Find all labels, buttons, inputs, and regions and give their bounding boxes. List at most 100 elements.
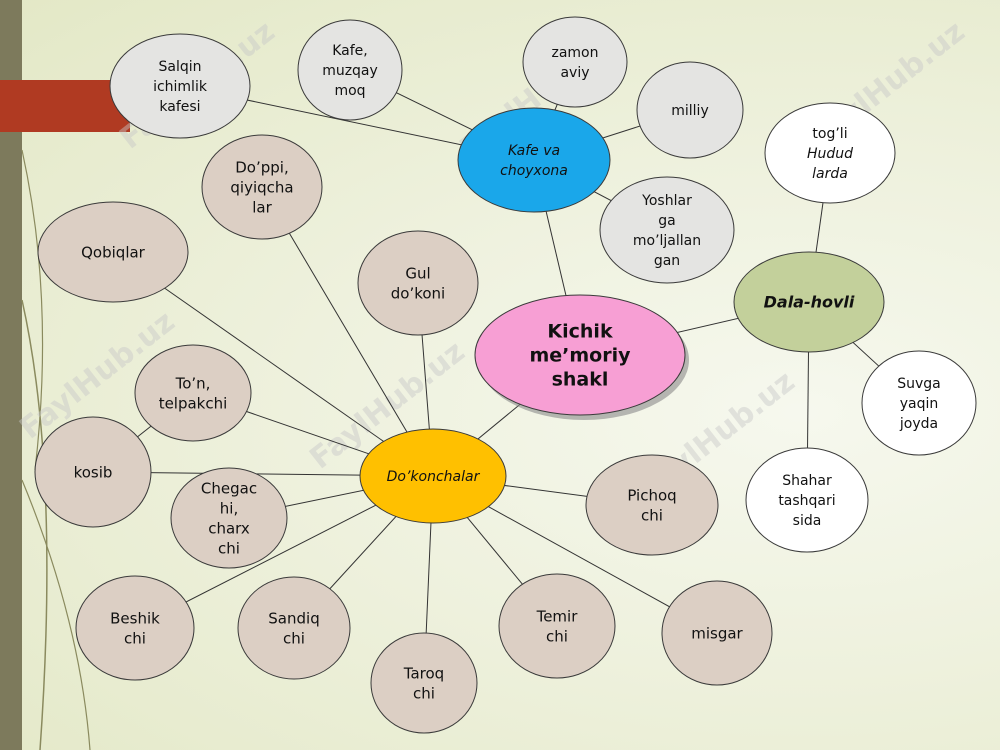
left-decor-bar bbox=[0, 0, 22, 750]
node-label-line: Kafe va bbox=[508, 143, 560, 159]
node-label-line: gan bbox=[654, 253, 680, 269]
node-label-line: me’moriy bbox=[529, 345, 631, 367]
node-shape bbox=[75, 575, 195, 681]
node-label-line: kafesi bbox=[159, 99, 200, 115]
node-shape bbox=[661, 580, 773, 686]
node-shape bbox=[861, 350, 977, 456]
node-label-line: Beshik bbox=[110, 609, 160, 627]
node-label-line: zamon bbox=[551, 45, 598, 61]
node-label-line: Qobiqlar bbox=[81, 243, 146, 261]
node-shape bbox=[764, 102, 896, 204]
node-shape bbox=[599, 176, 735, 284]
node-label-line: joyda bbox=[899, 416, 938, 432]
node-shape bbox=[733, 251, 885, 353]
node-taroq: Taroq chi bbox=[370, 632, 478, 734]
edge-dokon-qobiqlar bbox=[112, 251, 434, 477]
node-shape bbox=[134, 344, 252, 442]
node-label-line: Sandiq bbox=[268, 609, 319, 627]
node-label-line: ichimlik bbox=[153, 79, 208, 95]
node-shape bbox=[170, 467, 288, 569]
node-label-line: moq bbox=[334, 83, 365, 99]
node-label-line: do’koni bbox=[391, 284, 445, 302]
node-milliy: milliy bbox=[636, 61, 744, 159]
node-label-line: larda bbox=[812, 166, 848, 182]
node-label-line: muzqay bbox=[322, 63, 378, 79]
node-label-line: chi bbox=[283, 629, 305, 647]
node-label-line: mo’ljallan bbox=[633, 233, 701, 249]
node-beshik: Beshik chi bbox=[75, 575, 195, 681]
node-shape bbox=[359, 428, 507, 524]
node-label-line: Chegac bbox=[201, 479, 257, 497]
node-shape bbox=[522, 16, 628, 108]
node-dala: Dala-hovli bbox=[733, 251, 885, 353]
node-ton: To’n, telpakchi bbox=[134, 344, 252, 442]
node-label-line: choyxona bbox=[500, 163, 568, 179]
node-kafe: Kafe va choyxona bbox=[457, 107, 611, 213]
node-label-line: Kichik bbox=[547, 321, 613, 343]
node-label-line: Kafe, bbox=[332, 43, 368, 59]
node-sandiq: Sandiq chi bbox=[237, 576, 351, 680]
node-label-line: milliy bbox=[671, 103, 708, 119]
node-label-line: Temir bbox=[536, 607, 579, 625]
node-label-line: misgar bbox=[691, 624, 743, 642]
node-label-line: chi bbox=[546, 627, 568, 645]
node-label-line: yaqin bbox=[900, 396, 939, 412]
node-qobiqlar: Qobiqlar bbox=[37, 201, 189, 303]
node-label-line: lar bbox=[252, 198, 272, 216]
edge-dokon-doppi bbox=[261, 186, 434, 477]
node-label-line: Do’konchalar bbox=[387, 469, 481, 485]
node-temir: Temir chi bbox=[498, 573, 616, 679]
node-shape bbox=[34, 416, 152, 528]
node-shape bbox=[297, 19, 403, 121]
node-dokon: Do’konchalar bbox=[359, 428, 507, 524]
node-shape bbox=[498, 573, 616, 679]
node-shape bbox=[370, 632, 478, 734]
node-label-line: To’n, bbox=[175, 374, 211, 392]
node-shape bbox=[357, 230, 479, 336]
node-gul: Gul do’koni bbox=[357, 230, 479, 336]
node-label-line: kosib bbox=[74, 463, 113, 481]
node-label-line: Hudud bbox=[807, 146, 853, 162]
node-label-line: sida bbox=[793, 513, 822, 529]
node-label-line: Salqin bbox=[158, 59, 201, 75]
node-shahar: Shahar tashqari sida bbox=[745, 447, 869, 553]
node-kafe_muzqaymoq: Kafe, muzqay moq bbox=[297, 19, 403, 121]
node-salqin: Salqin ichimlik kafesi bbox=[109, 33, 251, 139]
node-yoshlar: Yoshlar ga mo’ljallan gan bbox=[599, 176, 735, 284]
node-label-line: Pichoq bbox=[627, 486, 676, 504]
node-label-line: chi bbox=[641, 506, 663, 524]
node-label-line: Taroq bbox=[403, 664, 444, 682]
node-label-line: chi bbox=[218, 539, 240, 557]
node-shape bbox=[37, 201, 189, 303]
node-shape bbox=[636, 61, 744, 159]
node-label-line: chi bbox=[413, 684, 435, 702]
node-label-line: tashqari bbox=[778, 493, 835, 509]
node-label-line: tog’li bbox=[812, 126, 847, 142]
node-zamonaviy: zamon aviy bbox=[522, 16, 628, 108]
node-shape bbox=[237, 576, 351, 680]
node-label-line: telpakchi bbox=[159, 394, 228, 412]
node-label-line: chi bbox=[124, 629, 146, 647]
node-kosib: kosib bbox=[34, 416, 152, 528]
red-accent-tab bbox=[0, 80, 130, 132]
node-label-line: shakl bbox=[552, 369, 609, 391]
node-label-line: Dala-hovli bbox=[764, 293, 855, 312]
node-label-line: ga bbox=[658, 213, 675, 229]
node-label-line: Suvga bbox=[897, 376, 941, 392]
node-shape bbox=[109, 33, 251, 139]
node-label-line: Shahar bbox=[782, 473, 832, 489]
node-suvga: Suvga yaqin joyda bbox=[861, 350, 977, 456]
node-shape bbox=[457, 107, 611, 213]
node-label-line: hi, bbox=[220, 499, 238, 517]
node-label-line: Gul bbox=[405, 264, 430, 282]
node-label-line: charx bbox=[208, 519, 250, 537]
node-label-line: aviy bbox=[560, 65, 589, 81]
node-shape bbox=[201, 134, 323, 240]
node-label-line: Yoshlar bbox=[641, 193, 692, 209]
node-misgar: misgar bbox=[661, 580, 773, 686]
